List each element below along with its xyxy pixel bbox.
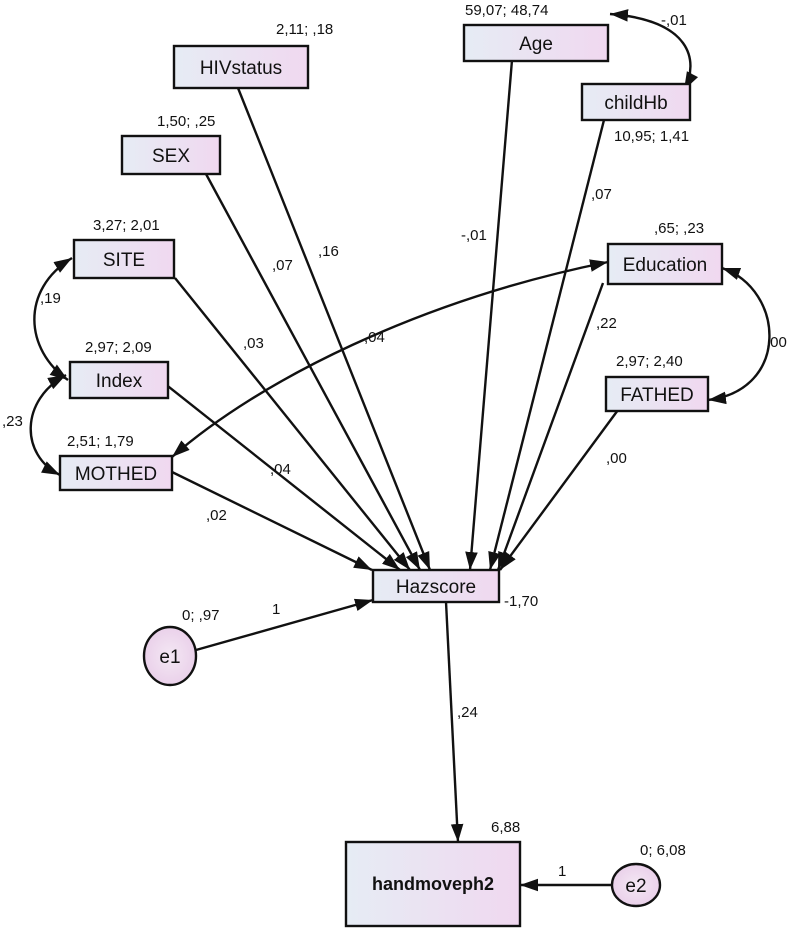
node-mothed-stats: 2,51; 1,79 xyxy=(67,433,134,450)
node-sex-stats: 1,50; ,25 xyxy=(157,113,215,130)
node-fathed-label: FATHED xyxy=(620,385,694,406)
node-hazscore: Hazscore -1,70 xyxy=(371,568,538,610)
coef-age-hazscore: -,01 xyxy=(461,227,487,244)
node-site-label: SITE xyxy=(103,250,145,271)
coef-e2-handmove: 1 xyxy=(558,863,566,880)
node-hivstatus: HIVstatus 2,11; ,18 xyxy=(172,21,333,90)
node-hivstatus-label: HIVstatus xyxy=(200,58,282,79)
node-e1: e1 0; ,97 xyxy=(142,607,220,687)
node-e2-label: e2 xyxy=(625,876,646,897)
path-education-to-hazscore xyxy=(496,282,605,571)
node-mothed: MOTHED 2,51; 1,79 xyxy=(58,433,174,492)
node-e2-stats: 0; 6,08 xyxy=(640,842,686,859)
path-childhb-to-hazscore xyxy=(488,119,606,571)
node-index: Index 2,97; 2,09 xyxy=(68,339,170,400)
cov-index-mothed xyxy=(29,373,67,477)
path-hazscore-to-handmove xyxy=(444,601,464,843)
node-education: Education ,65; ,23 xyxy=(606,220,724,286)
node-hazscore-label: Hazscore xyxy=(396,577,476,598)
coef-mothed-hazscore: ,02 xyxy=(206,507,227,524)
node-e1-label: e1 xyxy=(159,647,180,668)
node-handmoveph2-label: handmoveph2 xyxy=(372,874,494,894)
node-education-stats: ,65; ,23 xyxy=(654,220,704,237)
path-age-to-hazscore xyxy=(465,59,514,571)
node-site-stats: 3,27; 2,01 xyxy=(93,217,160,234)
coef-site-hazscore: ,03 xyxy=(243,335,264,352)
node-childhb-label: childHb xyxy=(604,93,667,114)
coef-cov-index-mothed: ,23 xyxy=(2,413,23,430)
cov-education-fathed xyxy=(707,266,771,405)
node-hivstatus-stats: 2,11; ,18 xyxy=(276,21,333,38)
node-age: Age 59,07; 48,74 xyxy=(462,2,610,63)
node-age-label: Age xyxy=(519,34,553,55)
node-e2: e2 0; 6,08 xyxy=(610,842,686,908)
node-handmoveph2-stats: 6,88 xyxy=(491,819,520,836)
path-fathed-to-hazscore xyxy=(499,409,619,571)
coef-cov-age-childhb: -,01 xyxy=(661,12,687,29)
path-sex-to-hazscore xyxy=(204,173,422,571)
node-fathed-stats: 2,97; 2,40 xyxy=(616,353,683,370)
coef-index-hazscore: ,04 xyxy=(270,461,291,478)
node-index-stats: 2,97; 2,09 xyxy=(85,339,152,356)
node-education-label: Education xyxy=(623,255,708,276)
node-sex: SEX 1,50; ,25 xyxy=(120,113,222,176)
node-site: SITE 3,27; 2,01 xyxy=(72,217,176,280)
path-e1-to-hazscore xyxy=(195,598,374,652)
node-index-label: Index xyxy=(96,371,143,392)
node-childhb: childHb 10,95; 1,41 xyxy=(580,82,692,145)
coef-e1-hazscore: 1 xyxy=(272,601,280,618)
path-site-to-hazscore xyxy=(174,277,411,571)
node-age-stats: 59,07; 48,74 xyxy=(465,2,548,19)
coef-cov-education-fathed: ,00 xyxy=(766,334,787,351)
node-childhb-stats: 10,95; 1,41 xyxy=(614,128,689,145)
cov-age-childhb xyxy=(609,9,699,91)
node-hazscore-stats: -1,70 xyxy=(504,593,538,610)
coef-fathed-hazscore: ,00 xyxy=(606,450,627,467)
node-e1-stats: 0; ,97 xyxy=(182,607,220,624)
path-hivstatus-to-hazscore xyxy=(236,87,432,571)
node-mothed-label: MOTHED xyxy=(75,464,157,485)
coef-education-hazscore: ,22 xyxy=(596,315,617,332)
node-handmoveph2: handmoveph2 6,88 xyxy=(344,819,522,928)
coef-cov-education-mothed: ,04 xyxy=(364,329,385,346)
path-mothed-to-hazscore xyxy=(171,470,373,572)
coef-childhb-hazscore: ,07 xyxy=(591,186,612,203)
cov-education-mothed xyxy=(171,259,609,458)
coef-sex-hazscore: ,07 xyxy=(272,257,293,274)
coef-cov-site-index: ,19 xyxy=(40,290,61,307)
coef-hazscore-handmove: ,24 xyxy=(457,704,478,721)
node-sex-label: SEX xyxy=(152,146,190,167)
cov-site-index xyxy=(33,256,73,381)
node-fathed: FATHED 2,97; 2,40 xyxy=(604,353,710,413)
coef-hivstatus-hazscore: ,16 xyxy=(318,243,339,260)
